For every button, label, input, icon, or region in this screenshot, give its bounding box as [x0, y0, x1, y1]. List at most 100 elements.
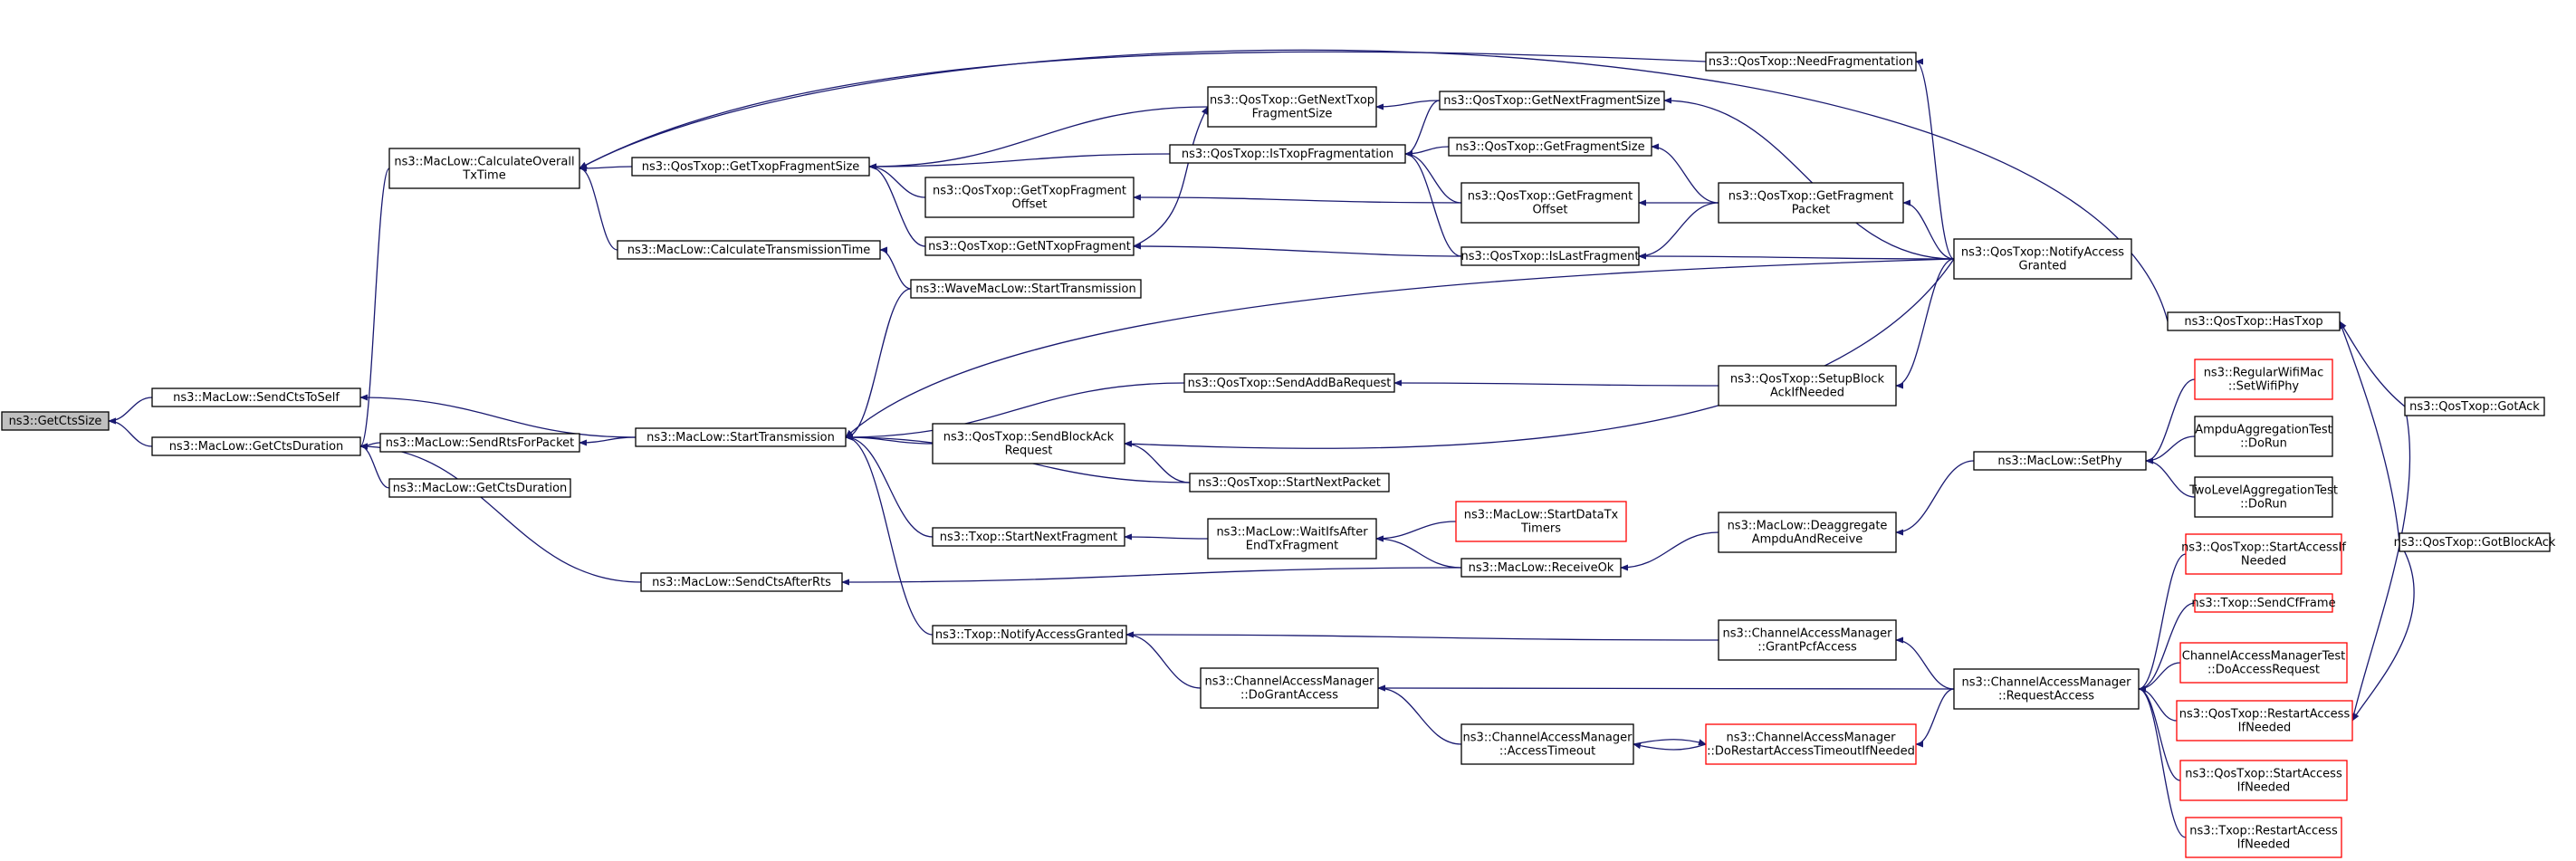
edge-n21-to-n20: [1375, 521, 1457, 542]
node-label: ns3::Txop::StartNextFragment: [940, 531, 1117, 544]
graph-node-n37[interactable]: ns3::ChannelAccessManager::RequestAccess: [1953, 668, 2140, 710]
node-label: ns3::QosTxop::GetFragment: [1729, 190, 1893, 204]
node-box: [1460, 558, 1622, 578]
node-box: [2179, 642, 2348, 684]
graph-node-n28[interactable]: ns3::QosTxop::GetFragmentSize: [1448, 137, 1652, 157]
node-box: [151, 436, 361, 456]
edge-n22-to-n20: [1375, 535, 1462, 569]
edge-n22-to-n9: [841, 567, 1462, 586]
graph-node-n44[interactable]: ChannelAccessManagerTest::DoAccessReques…: [2179, 642, 2348, 684]
edge-layer: [108, 49, 2415, 838]
edge-n4-to-n3: [579, 165, 633, 172]
node-label: ::DoRun: [2240, 498, 2287, 512]
node-label: ns3::QosTxop::GetNextFragmentSize: [1443, 94, 1660, 108]
graph-node-n36[interactable]: ns3::MacLow::SetPhy: [1973, 451, 2147, 471]
graph-node-n13[interactable]: ns3::QosTxop::GetNTxopFragment: [924, 236, 1135, 256]
graph-node-n38[interactable]: ns3::QosTxop::HasTxop: [2167, 311, 2341, 331]
edge-n14-to-n5: [879, 246, 912, 290]
edge-n31-to-n30: [1638, 202, 1719, 260]
graph-node-n6[interactable]: ns3::MacLow::SendRtsForPacket: [379, 433, 580, 453]
node-label: TxTime: [462, 169, 505, 183]
graph-node-n34[interactable]: ns3::ChannelAccessManager::GrantPcfAcces…: [1718, 619, 1897, 661]
node-label: ns3::MacLow::StartDataTx: [1464, 509, 1619, 522]
node-label: ns3::MacLow::WaitIfsAfter: [1216, 526, 1368, 540]
edge-n10-to-n4: [868, 106, 1209, 170]
graph-node-n35[interactable]: ns3::QosTxop::NotifyAccessGranted: [1953, 238, 2132, 280]
graph-node-n7[interactable]: ns3::MacLow::GetCtsDuration: [388, 478, 571, 498]
node-label: ::AccessTimeout: [1499, 745, 1595, 759]
edge-n14-to-n8: [845, 288, 912, 441]
node-box: [1953, 668, 2140, 710]
edge-n7-to-n2: [359, 443, 390, 489]
graph-node-n41[interactable]: TwoLevelAggregationTest::DoRun: [2188, 476, 2338, 518]
node-box: [910, 279, 1142, 299]
node-box: [1460, 723, 1634, 765]
graph-node-n9[interactable]: ns3::MacLow::SendCtsAfterRts: [640, 572, 843, 592]
node-label: ns3::QosTxop::GetNTxopFragment: [928, 240, 1131, 254]
node-label: AmpduAggregationTest: [2195, 424, 2332, 437]
edge-n49-to-n38: [2339, 320, 2400, 543]
graph-node-n4[interactable]: ns3::QosTxop::GetTxopFragmentSize: [631, 157, 870, 177]
node-box: [1718, 182, 1904, 224]
edge-n5-to-n3: [579, 165, 618, 251]
graph-node-n8[interactable]: ns3::MacLow::StartTransmission: [635, 427, 847, 447]
graph-node-n30[interactable]: ns3::QosTxop::IsLastFragment: [1460, 246, 1640, 266]
node-label: ns3::QosTxop::SetupBlock: [1730, 373, 1885, 387]
graph-node-n17[interactable]: ns3::QosTxop::StartNextPacket: [1189, 473, 1390, 493]
node-box: [1705, 723, 1917, 765]
graph-node-n26[interactable]: ns3::QosTxop::NeedFragmentation: [1705, 52, 1917, 72]
graph-node-n14[interactable]: ns3::WaveMacLow::StartTransmission: [910, 279, 1142, 299]
graph-node-n2[interactable]: ns3::MacLow::GetCtsDuration: [151, 436, 361, 456]
graph-node-n27[interactable]: ns3::QosTxop::GetNextFragmentSize: [1439, 91, 1665, 110]
node-label: IfNeeded: [2237, 781, 2291, 795]
graph-node-n0[interactable]: ns3::GetCtsSize: [1, 411, 110, 431]
node-label: FragmentSize: [1252, 108, 1333, 121]
node-label: ns3::QosTxop::StartAccessIf: [2181, 541, 2346, 555]
graph-node-n11[interactable]: ns3::QosTxop::IsTxopFragmentation: [1169, 144, 1406, 164]
graph-node-n25[interactable]: ns3::ChannelAccessManager::DoRestartAcce…: [1705, 723, 1917, 765]
edge-n35-to-n27: [1663, 97, 1955, 260]
node-label: ns3::QosTxop::GetNextTxop: [1210, 94, 1374, 108]
node-box: [2176, 700, 2353, 741]
graph-node-n49[interactable]: ns3::QosTxop::GotBlockAck: [2394, 532, 2556, 552]
node-box: [932, 423, 1125, 464]
edge-n43-to-n37: [2138, 602, 2196, 693]
node-box: [1718, 619, 1897, 661]
graph-node-n43[interactable]: ns3::Txop::SendCfFrame: [2191, 593, 2336, 613]
graph-node-n48[interactable]: ns3::QosTxop::GotAck: [2404, 397, 2545, 416]
graph-node-n18[interactable]: ns3::Txop::StartNextFragment: [932, 527, 1125, 547]
edge-n29-to-n11: [1404, 150, 1462, 204]
node-box: [1460, 182, 1640, 224]
node-box: [388, 148, 580, 189]
graph-node-n24[interactable]: ns3::ChannelAccessManager::AccessTimeout: [1460, 723, 1634, 765]
graph-node-n15[interactable]: ns3::QosTxop::SendAddBaRequest: [1183, 373, 1395, 393]
graph-node-n1[interactable]: ns3::MacLow::SendCtsToSelf: [151, 387, 361, 407]
edge-n37-to-n34: [1895, 636, 1955, 690]
graph-node-n40[interactable]: AmpduAggregationTest::DoRun: [2194, 416, 2333, 457]
node-label: ns3::MacLow::SendCtsAfterRts: [652, 576, 831, 589]
graph-node-n22[interactable]: ns3::MacLow::ReceiveOk: [1460, 558, 1622, 578]
edge-n32-to-n15: [1393, 379, 1719, 387]
edge-n29-to-n12: [1133, 194, 1462, 204]
node-label: Needed: [2241, 555, 2286, 569]
graph-node-n23[interactable]: ns3::ChannelAccessManager::DoGrantAccess: [1200, 667, 1379, 709]
edge-n26-to-n3: [579, 51, 1707, 169]
graph-node-n39[interactable]: ns3::RegularWifiMac::SetWifiPhy: [2194, 359, 2333, 400]
graph-node-n5[interactable]: ns3::MacLow::CalculateTransmissionTime: [617, 240, 881, 260]
graph-node-n19[interactable]: ns3::Txop::NotifyAccessGranted: [932, 625, 1127, 645]
node-label: ns3::QosTxop::GetTxopFragment: [933, 185, 1126, 198]
